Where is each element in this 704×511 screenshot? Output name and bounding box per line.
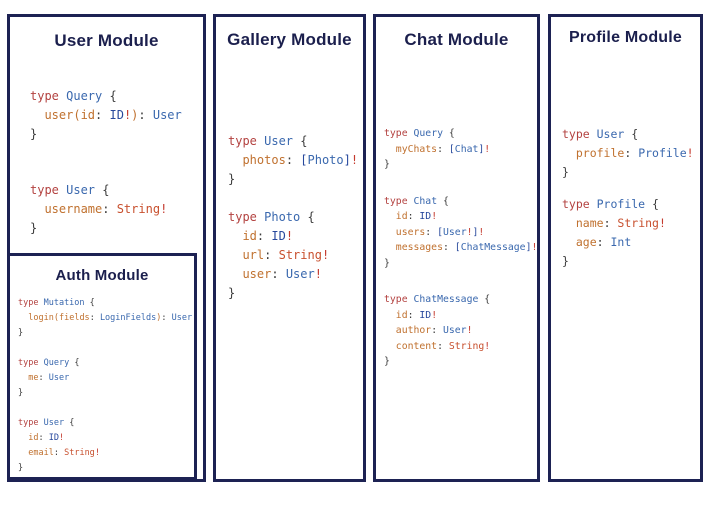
code-line: age: Int xyxy=(575,235,632,249)
code-line: } xyxy=(30,221,38,235)
code-line: url: String! xyxy=(242,248,330,262)
chat-module-title: Chat Module xyxy=(404,30,509,49)
panel-auth-module: Auth Module type Mutation { login(fields… xyxy=(7,253,197,480)
code-block: type Query { me: User} xyxy=(18,356,192,401)
code-block: type Mutation { login(fields: LoginField… xyxy=(18,296,192,341)
code-line: id: ID! xyxy=(395,211,438,222)
code-line: } xyxy=(228,172,236,186)
code-line: type User { xyxy=(562,127,639,141)
code-line: type Mutation { xyxy=(18,298,95,308)
code-block: type Chat { id: ID! users: [User!]! mess… xyxy=(384,194,538,272)
code-line: } xyxy=(228,286,236,300)
code-line: id: ID! xyxy=(395,309,438,321)
code-line: content: String! xyxy=(395,340,491,352)
code-line: users: [User!]! xyxy=(395,226,485,238)
code-line: messages: [ChatMessage]! xyxy=(395,242,538,253)
code-line: } xyxy=(18,328,24,338)
code-line: type Profile { xyxy=(562,197,659,211)
chat-module-code: type Query { myChats: [Chat]!}type Chat … xyxy=(384,126,538,370)
code-line: } xyxy=(18,388,24,398)
code-block: type User { username: String!} xyxy=(30,181,199,238)
code-line: type ChatMessage { xyxy=(384,294,491,305)
code-line: user: User! xyxy=(242,267,322,281)
code-line: type Query { xyxy=(18,358,80,368)
panel-chat-module: Chat Module type Query { myChats: [Chat]… xyxy=(373,14,540,482)
code-block: type User { id: ID! email: String!} xyxy=(18,416,192,476)
code-line: type User { xyxy=(228,134,308,148)
profile-module-title: Profile Module xyxy=(568,29,683,46)
user-module-code: type Query { user(id: ID!): User}type Us… xyxy=(30,87,199,238)
code-block: type Query { myChats: [Chat]!} xyxy=(384,126,535,173)
user-module-title: User Module xyxy=(54,31,159,50)
code-line: profile: Profile! xyxy=(575,146,694,160)
code-line: user(id: ID!): User xyxy=(44,108,182,122)
code-line: } xyxy=(384,356,390,367)
panel-profile-module: Profile Module type User { profile: Prof… xyxy=(548,14,703,482)
code-line: me: User xyxy=(28,373,70,383)
gallery-module-title: Gallery Module xyxy=(227,30,352,49)
code-line: } xyxy=(562,254,569,268)
code-line: author: User! xyxy=(395,325,473,336)
panel-gallery-module: Gallery Module type User { photos: [Phot… xyxy=(213,14,366,482)
code-line: } xyxy=(384,159,390,170)
code-block: type User { photos: [Photo]!} xyxy=(228,132,359,189)
code-line: name: String! xyxy=(575,216,666,230)
code-line: type Query { xyxy=(384,128,455,139)
code-line: photos: [Photo]! xyxy=(242,153,359,167)
code-block: type Query { user(id: ID!): User} xyxy=(30,87,199,144)
code-line: myChats: [Chat]! xyxy=(395,143,491,155)
code-line: type Query { xyxy=(30,89,117,103)
code-block: type Photo { id: ID! url: String! user: … xyxy=(228,208,359,303)
code-line: type Chat { xyxy=(384,195,449,207)
code-line: } xyxy=(384,257,390,269)
code-block: type Profile { name: String! age: Int} xyxy=(562,195,697,271)
code-line: type Photo { xyxy=(228,210,315,224)
code-line: type User { xyxy=(18,418,75,428)
code-line: } xyxy=(18,463,24,473)
gallery-module-code: type User { photos: [Photo]!}type Photo … xyxy=(228,132,359,303)
code-block: type ChatMessage { id: ID! author: User!… xyxy=(384,292,535,370)
code-line: } xyxy=(30,127,38,141)
code-line: id: ID! xyxy=(28,433,65,443)
code-block: type User { profile: Profile!} xyxy=(562,125,697,182)
code-line: } xyxy=(562,165,569,179)
code-line: login(fields: LoginFields): User xyxy=(28,313,193,323)
profile-module-code: type User { profile: Profile!}type Profi… xyxy=(562,125,697,271)
code-line: id: ID! xyxy=(242,229,294,243)
code-line: username: String! xyxy=(44,202,168,216)
auth-module-code: type Mutation { login(fields: LoginField… xyxy=(18,296,192,476)
auth-module-title: Auth Module xyxy=(55,267,149,284)
code-line: email: String! xyxy=(28,448,100,458)
code-line: type User { xyxy=(30,183,110,197)
